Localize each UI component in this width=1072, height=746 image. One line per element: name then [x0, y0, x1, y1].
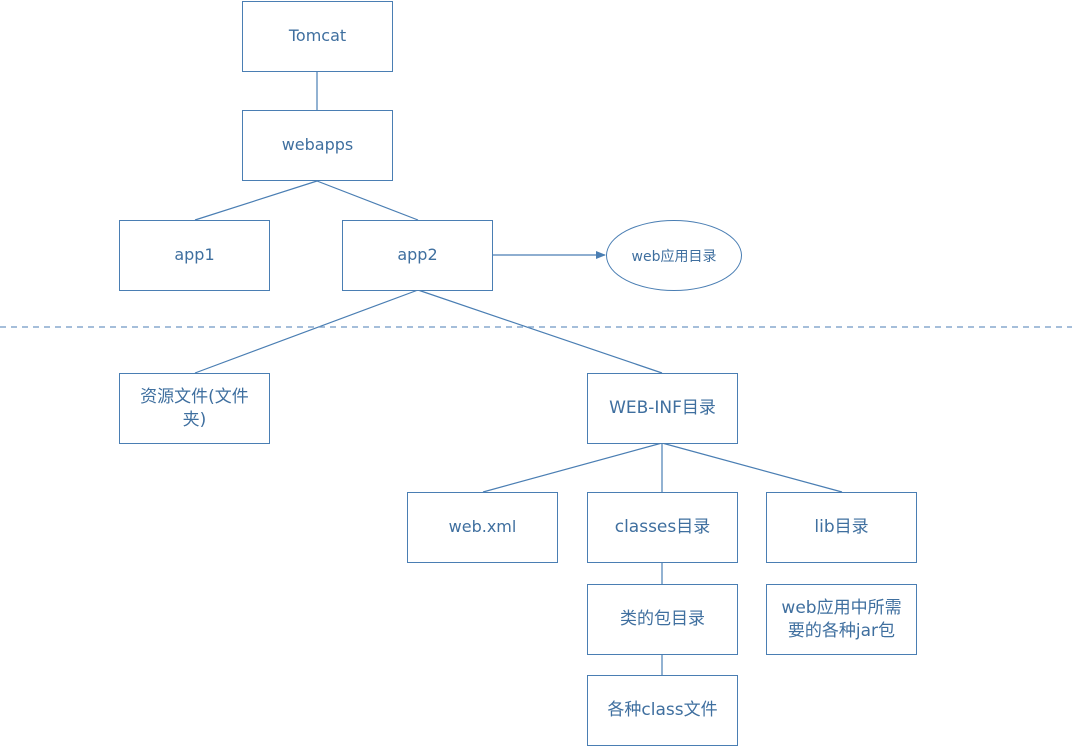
node-classes-dir-label: classes目录 [614, 517, 711, 538]
node-jar-packages-label: web应用中所需要的各种jar包 [781, 598, 902, 641]
connector-webinf-lib [661, 442, 843, 493]
node-resource-files: 资源文件(文件夹) [119, 373, 270, 444]
node-web-inf-label: WEB-INF目录 [609, 398, 716, 419]
node-webapps: webapps [242, 110, 393, 181]
node-web-xml-label: web.xml [448, 517, 517, 537]
node-class-package-dir-label: 类的包目录 [620, 609, 705, 630]
node-web-app-dir-label: web应用目录 [631, 248, 717, 265]
connector-webapps-app1 [194, 180, 318, 221]
connector-webapps-app2 [316, 180, 419, 221]
node-jar-packages: web应用中所需要的各种jar包 [766, 584, 917, 655]
node-lib-dir-label: lib目录 [814, 517, 869, 538]
connector-webinf-webxml [482, 442, 663, 493]
node-web-inf: WEB-INF目录 [587, 373, 738, 444]
node-app1-label: app1 [174, 245, 215, 265]
connector-app2-webinf [417, 289, 663, 374]
node-classes-dir: classes目录 [587, 492, 738, 563]
node-class-files: 各种class文件 [587, 675, 738, 746]
node-tomcat: Tomcat [242, 1, 393, 72]
connector-app2-resources [194, 289, 419, 374]
node-tomcat-label: Tomcat [288, 26, 347, 46]
node-web-app-dir: web应用目录 [606, 220, 742, 291]
node-resource-files-label: 资源文件(文件夹) [140, 387, 249, 430]
node-app1: app1 [119, 220, 270, 291]
node-webapps-label: webapps [281, 135, 354, 155]
node-lib-dir: lib目录 [766, 492, 917, 563]
node-web-xml: web.xml [407, 492, 558, 563]
node-app2: app2 [342, 220, 493, 291]
node-class-files-label: 各种class文件 [607, 700, 718, 721]
node-app2-label: app2 [397, 245, 438, 265]
node-class-package-dir: 类的包目录 [587, 584, 738, 655]
